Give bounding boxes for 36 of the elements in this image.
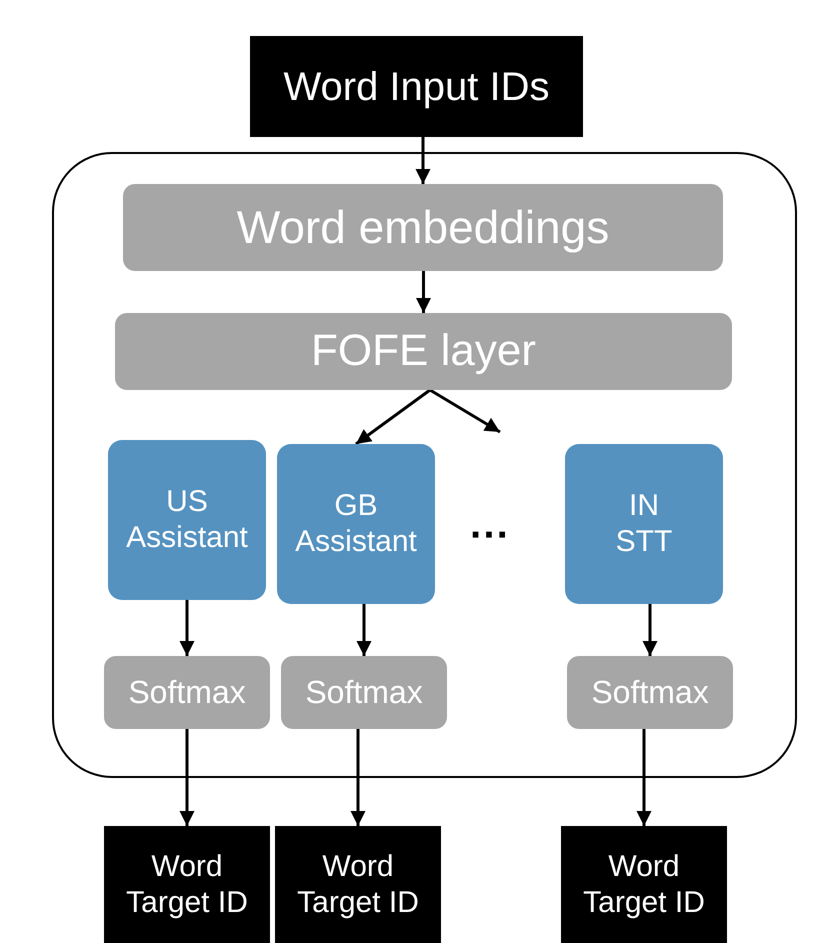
node-label: FOFE layer — [311, 325, 536, 378]
io-box — [561, 826, 727, 943]
arrow — [180, 600, 194, 656]
layer-box — [104, 656, 270, 729]
arrow — [416, 137, 430, 184]
io-box — [104, 826, 270, 943]
arrow — [356, 604, 372, 656]
head-box — [565, 444, 723, 604]
io-box — [275, 826, 441, 943]
head-box — [108, 440, 266, 600]
arrow — [636, 729, 652, 826]
io-box — [250, 36, 583, 137]
arrow — [642, 604, 658, 656]
node-label: Word Input IDs — [283, 64, 550, 110]
node-label: Word Target ID — [296, 848, 420, 920]
layer-box — [567, 656, 733, 729]
layer-box — [123, 184, 723, 271]
node-label: Softmax — [305, 673, 423, 712]
arrow — [350, 729, 366, 826]
arrow — [416, 271, 431, 313]
node-label: US Assistant — [126, 484, 248, 556]
node-label: Softmax — [591, 673, 709, 712]
node-label: Softmax — [128, 673, 246, 712]
node-label: Word embeddings — [236, 200, 610, 255]
node-label: IN STT — [616, 488, 672, 560]
ellipsis-label: ··· — [470, 515, 510, 555]
head-box — [277, 444, 435, 604]
node-label: GB Assistant — [295, 488, 417, 560]
arrow — [355, 388, 431, 446]
node-label: Word Target ID — [125, 848, 249, 920]
layer-box — [115, 313, 732, 390]
node-label: Word Target ID — [582, 848, 706, 920]
model-frame — [52, 152, 797, 778]
arrow — [180, 729, 194, 826]
layer-box — [281, 656, 447, 729]
arrow — [429, 388, 501, 434]
